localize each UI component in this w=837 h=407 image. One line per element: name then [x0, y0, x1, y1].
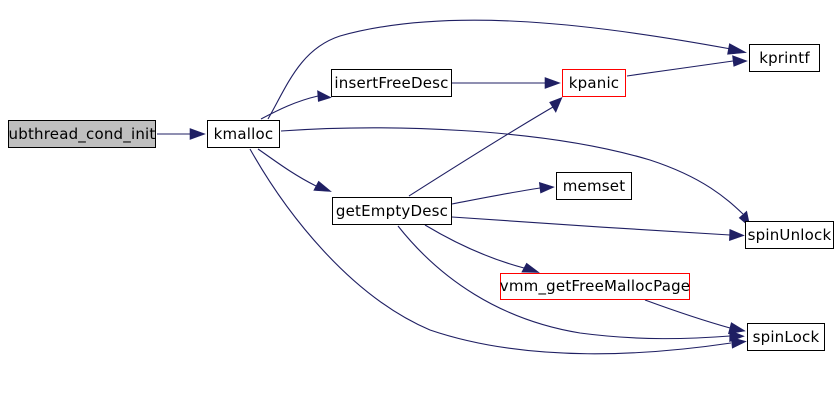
node-spin-unlock[interactable]: spinUnlock	[745, 221, 834, 249]
edge-kmalloc-getEmptyDesc	[257, 148, 332, 192]
edge-insertFreeDesc-kpanic	[452, 77, 561, 89]
node-spin-lock[interactable]: spinLock	[747, 323, 825, 351]
node-memset[interactable]: memset	[556, 172, 632, 200]
node-label: kmalloc	[213, 124, 274, 143]
node-kmalloc[interactable]: kmalloc	[207, 120, 280, 148]
edge-getEmptyDesc-vmm_getFreeMallocPage	[424, 224, 540, 273]
edge-vmm_getFreeMallocPage-spinLock	[644, 299, 746, 335]
node-ubthread-cond-init[interactable]: ubthread_cond_init	[8, 120, 156, 148]
node-vmm-get-free-malloc-page[interactable]: vmm_getFreeMallocPage	[500, 273, 690, 300]
node-label: kprintf	[759, 48, 810, 67]
node-label: insertFreeDesc	[334, 73, 449, 92]
node-label: spinLock	[752, 327, 820, 346]
node-kpanic[interactable]: kpanic	[562, 69, 626, 97]
edge-getEmptyDesc-spinUnlock	[451, 216, 745, 242]
edge-kmalloc-spinLock	[249, 148, 747, 355]
node-insert-free-desc[interactable]: insertFreeDesc	[331, 69, 452, 97]
edge-kmalloc-kprintf	[267, 19, 748, 120]
edge-ubthread_cond_init-kmalloc	[157, 128, 206, 140]
node-kprintf[interactable]: kprintf	[749, 44, 820, 72]
node-label: kpanic	[568, 73, 620, 92]
node-label: spinUnlock	[747, 225, 832, 244]
edge-kmalloc-insertFreeDesc	[260, 90, 332, 120]
edge-getEmptyDesc-memset	[451, 181, 555, 205]
node-get-empty-desc[interactable]: getEmptyDesc	[332, 197, 452, 225]
node-label: memset	[562, 176, 626, 195]
node-label: ubthread_cond_init	[8, 124, 156, 143]
node-label: vmm_getFreeMallocPage	[499, 277, 691, 295]
edge-getEmptyDesc-kpanic	[408, 96, 563, 197]
node-label: getEmptyDesc	[335, 201, 449, 220]
edge-kpanic-kprintf	[626, 55, 748, 77]
